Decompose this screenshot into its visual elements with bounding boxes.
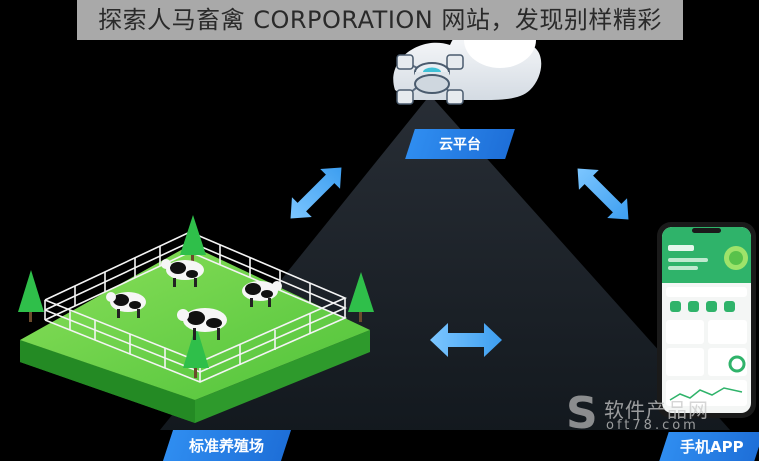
cloud-platform-label-text: 云平台	[439, 137, 481, 153]
smartphone-illustration	[657, 222, 756, 418]
cow-icon	[161, 259, 204, 287]
farm-illustration	[18, 215, 374, 423]
watermark-letter: S	[566, 388, 598, 439]
cow-icon	[106, 292, 146, 318]
cow-icon	[242, 281, 282, 307]
server-icon	[396, 54, 464, 105]
tree-icon	[348, 272, 374, 322]
tree-icon	[180, 215, 206, 265]
cow-icon	[177, 308, 227, 340]
mobile-app-label-text: 手机APP	[679, 438, 744, 456]
watermark: S 软件产品网 oft78.com	[566, 388, 736, 439]
watermark-cn-text: 软件产品网	[604, 398, 709, 422]
page-title-banner: 探索人马畜禽 CORPORATION 网站，发现别样精彩	[77, 0, 683, 40]
mobile-app-label: 手机APP	[659, 432, 759, 461]
standard-farm-label-text: 标准养殖场	[189, 437, 265, 455]
tree-icon	[18, 270, 44, 322]
watermark-en-text: oft78.com	[606, 418, 699, 433]
standard-farm-label: 标准养殖场	[162, 430, 292, 461]
cloud-platform-label: 云平台	[405, 129, 515, 159]
tree-icon	[183, 325, 209, 378]
arrow-farm-app-icon	[430, 323, 502, 357]
arrow-cloud-app-icon	[577, 168, 629, 220]
arrow-farm-cloud-icon	[290, 167, 342, 219]
